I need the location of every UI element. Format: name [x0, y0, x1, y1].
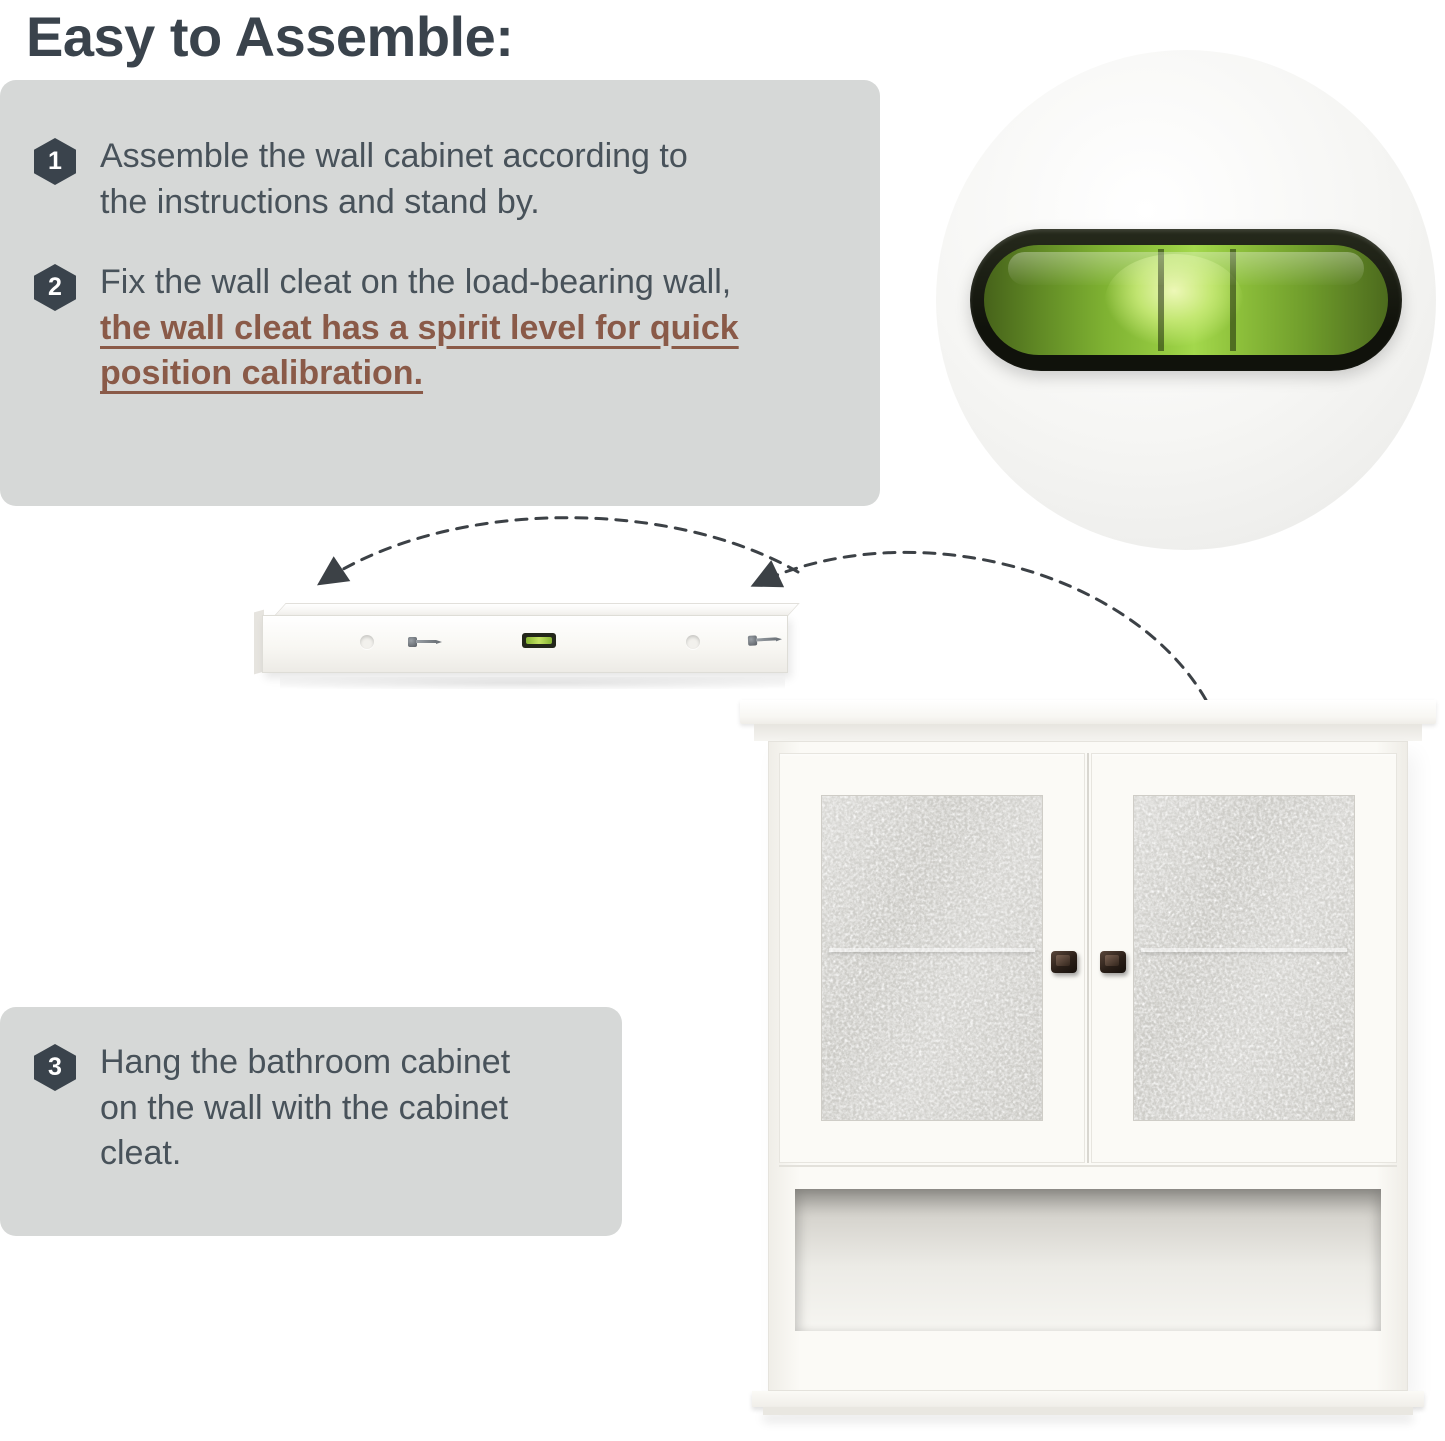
screw-head	[408, 637, 417, 647]
cleat-dowel-left	[360, 635, 374, 649]
spirit-level-vial	[984, 245, 1388, 355]
spirit-level-mark-right	[1230, 249, 1237, 351]
glass-sheen	[1134, 796, 1354, 1120]
step-2-text: Fix the wall cleat on the load-bearing w…	[100, 260, 846, 397]
glass-shelf-line	[828, 948, 1036, 953]
cleat-screw-left	[408, 637, 442, 647]
page-title: Easy to Assemble:	[26, 5, 514, 68]
screw-tip	[775, 637, 783, 642]
frosted-glass-texture	[822, 796, 1042, 1120]
door-knob-right	[1100, 951, 1126, 973]
spirit-level-zoom-circle	[936, 50, 1436, 550]
cabinet-crown-cove	[754, 724, 1422, 741]
cabinet-door-left	[779, 753, 1085, 1163]
cabinet-body	[768, 741, 1408, 1391]
dashed-arrow-left	[317, 516, 800, 586]
steps-panel-bottom	[0, 1007, 622, 1236]
frosted-glass-left	[821, 795, 1043, 1121]
open-shelf-compartment	[795, 1189, 1381, 1331]
glass-shelf-line	[1140, 948, 1348, 953]
cabinet-base-plinth	[752, 1391, 1424, 1407]
step-2-text-highlight: the wall cleat has a spirit level for qu…	[100, 308, 739, 393]
glass-sheen	[822, 796, 1042, 1120]
step-1-text: Assemble the wall cabinet according to t…	[100, 137, 688, 221]
cleat-dowel-right	[686, 635, 700, 649]
spirit-level-glare	[1008, 251, 1364, 285]
cabinet-photo	[735, 700, 1441, 1430]
step-1-hexagon-badge: 1	[34, 138, 76, 185]
spirit-level-mark-left	[1157, 249, 1164, 351]
cleat-screw-right	[747, 634, 783, 646]
steps-panel-top	[0, 80, 880, 506]
dashed-arrow-right	[750, 550, 1208, 702]
step-2-hexagon-badge: 2	[34, 264, 76, 311]
cleat-shadow	[280, 677, 785, 689]
frosted-glass-right	[1133, 795, 1355, 1121]
door-knob-left	[1051, 951, 1077, 973]
cabinet-doors	[779, 753, 1397, 1163]
cleat-front-face	[262, 615, 788, 673]
step-1: 1 Assemble the wall cabinet according to…	[34, 134, 846, 225]
cabinet-base-shadow	[763, 1407, 1413, 1415]
cleat-spirit-level	[522, 633, 556, 648]
spirit-level-closeup	[970, 229, 1402, 371]
cabinet-door-right	[1091, 753, 1397, 1163]
step-2: 2 Fix the wall cleat on the load-bearing…	[34, 260, 846, 397]
under-door-divider	[779, 1165, 1397, 1167]
spirit-level-bubble	[1105, 253, 1243, 347]
step-3: 3 Hang the bathroom cabinet on the wall …	[34, 1040, 594, 1177]
screw-tip	[436, 640, 442, 644]
screw-shaft	[755, 637, 777, 642]
frosted-glass-texture	[1134, 796, 1354, 1120]
door-seam	[1087, 753, 1089, 1163]
cabinet-crown-top	[740, 700, 1436, 724]
screw-shaft	[416, 640, 436, 643]
cleat-spirit-level-vial	[526, 637, 552, 644]
wall-cleat-photo	[250, 597, 800, 697]
step-3-hexagon-badge: 3	[34, 1044, 76, 1091]
step-3-text: Hang the bathroom cabinet on the wall wi…	[100, 1043, 511, 1173]
step-2-text-plain: Fix the wall cleat on the load-bearing w…	[100, 263, 732, 301]
